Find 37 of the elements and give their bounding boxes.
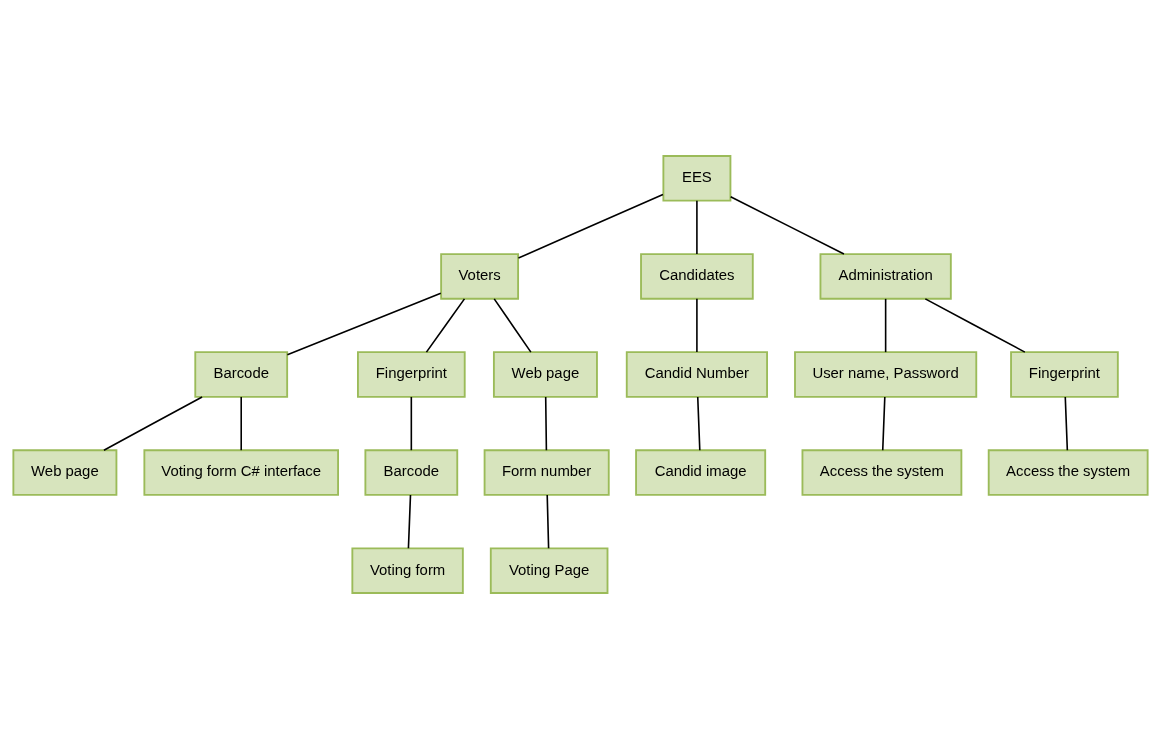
node-box: Voting form C# interface bbox=[143, 449, 339, 496]
node-box: Access the system bbox=[801, 449, 963, 496]
node-box: Barcode bbox=[364, 449, 459, 496]
node-box: Fingerprint bbox=[1010, 351, 1119, 398]
node-box: Form number bbox=[483, 449, 610, 496]
connector bbox=[1064, 396, 1069, 451]
node-box: Voters bbox=[440, 253, 520, 300]
connector bbox=[425, 298, 466, 353]
node-box: Barcode bbox=[194, 351, 289, 398]
node-box: Voting form bbox=[351, 547, 464, 594]
connector bbox=[696, 199, 698, 255]
node-box: User name, Password bbox=[794, 351, 978, 398]
connector bbox=[696, 396, 701, 451]
node-box: Candid image bbox=[635, 449, 767, 496]
node-box: Web page bbox=[12, 449, 118, 496]
connector bbox=[696, 298, 698, 353]
connector bbox=[544, 396, 548, 451]
node-box: Candidates bbox=[640, 253, 754, 300]
connector bbox=[884, 298, 887, 353]
node-box: Web page bbox=[492, 351, 598, 398]
node-box: Access the system bbox=[987, 449, 1149, 496]
node-box: Fingerprint bbox=[357, 351, 466, 398]
connector bbox=[924, 298, 1026, 353]
connector bbox=[410, 396, 413, 451]
connector bbox=[881, 396, 886, 451]
node-box: Candid Number bbox=[625, 351, 768, 398]
connector bbox=[729, 195, 845, 255]
connector bbox=[546, 494, 550, 550]
node-box: EES bbox=[662, 155, 732, 202]
node-box: Voting Page bbox=[489, 547, 609, 594]
node-box: Administration bbox=[819, 253, 952, 300]
connector bbox=[493, 298, 532, 353]
connector bbox=[286, 292, 442, 356]
connector bbox=[517, 193, 664, 259]
connector bbox=[103, 396, 203, 451]
connector bbox=[407, 494, 412, 550]
connector bbox=[240, 396, 242, 451]
